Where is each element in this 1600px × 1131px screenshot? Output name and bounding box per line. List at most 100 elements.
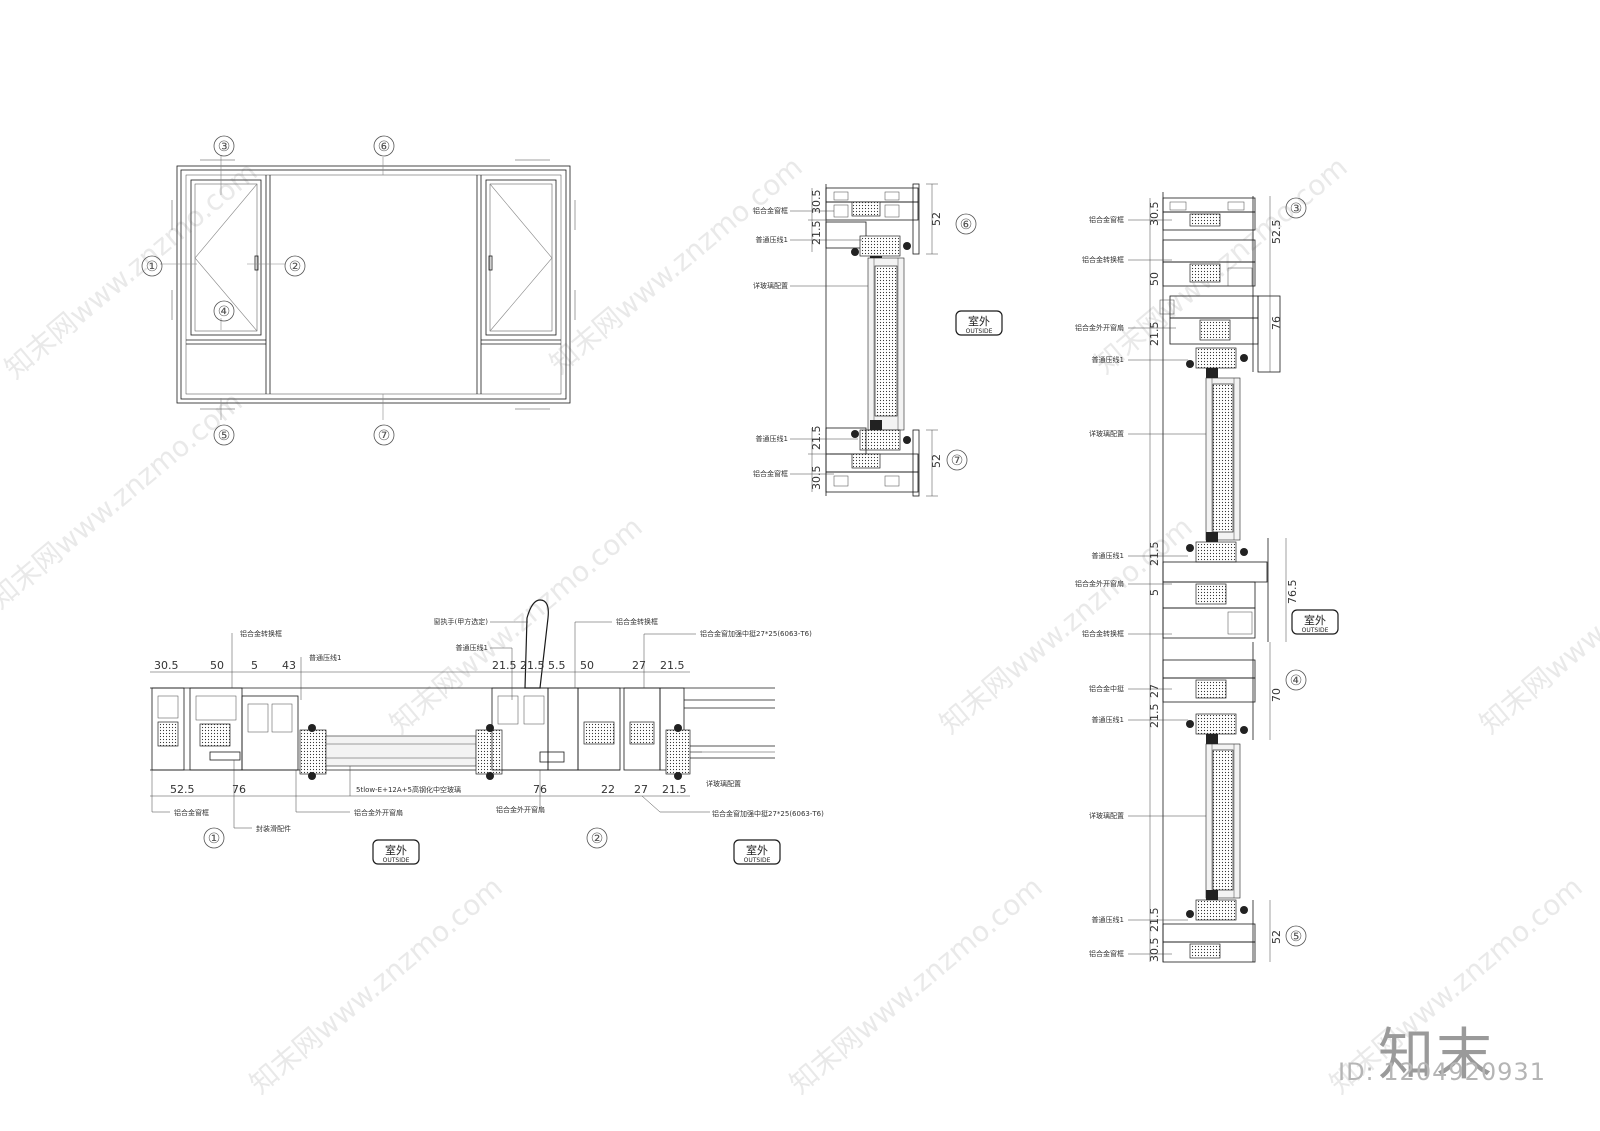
dim-label: 21.5 — [810, 426, 823, 451]
dim-label: 5.5 — [548, 659, 566, 672]
dim-label: 30.5 — [810, 190, 823, 215]
watermark-layer: 知末网www.znzmo.com 知末网www.znzmo.com 知末网www… — [0, 150, 1600, 1100]
marker-3: ③ — [213, 135, 235, 157]
callout-label: 铝合金窗框 — [753, 469, 788, 478]
watermark: 知末网www.znzmo.com — [0, 385, 249, 615]
marker-text: ① — [208, 831, 221, 847]
dim-label: 21.5 — [662, 783, 687, 796]
marker-2: ② — [284, 255, 306, 277]
marker-4: ④ — [213, 300, 235, 322]
dim-label: 21.5 — [1148, 322, 1161, 347]
dim-label: 30.5 — [1148, 938, 1161, 963]
callout-label: 普通压线1 — [1092, 355, 1124, 364]
outside-tag: 室外 OUTSIDE — [372, 839, 420, 865]
marker-text: ④ — [1290, 673, 1303, 689]
dim-label: 22 — [601, 783, 615, 796]
callout-label: 铝合金窗框 — [753, 206, 788, 215]
outside-tag-cn: 室外 — [385, 843, 407, 857]
callout-label: 铝合金窗框 — [1089, 949, 1124, 958]
dim-label: 43 — [282, 659, 296, 672]
callout-label: 普通压线1 — [309, 653, 341, 662]
outside-tag-en: OUTSIDE — [383, 857, 410, 864]
dim-label: 21.5 — [660, 659, 685, 672]
watermark: 知末网www.znzmo.com — [1088, 150, 1353, 380]
dim-label: 52.5 — [170, 783, 195, 796]
outside-tag-cn: 室外 — [1304, 613, 1326, 627]
dim-label: 76 — [1270, 316, 1283, 330]
callout-label: 详玻璃配置 — [706, 779, 741, 788]
outside-tag-en: OUTSIDE — [1302, 627, 1329, 634]
dim-label: 52 — [930, 454, 943, 468]
outside-tag: 室外 OUTSIDE — [1291, 609, 1339, 635]
dim-label: 76 — [232, 783, 246, 796]
callout-label: 5tlow-E+12A+5高钢化中空玻璃 — [356, 785, 461, 794]
dim-label: 50 — [210, 659, 224, 672]
brand-logo: 知末 — [1378, 1023, 1494, 1088]
vertical-section-b: 30.5 50 21.5 21.5 5 27 21.5 21.5 30.5 52… — [1075, 192, 1339, 963]
watermark: 知末网www.znzmo.com — [783, 870, 1048, 1100]
callout-label: 铝合金转换框 — [1082, 255, 1124, 264]
callout-label: 铝合金窗框 — [1089, 215, 1124, 224]
callout-label: 铝合金中挺 — [1089, 684, 1124, 693]
callout-label: 铝合金外开窗扇 — [496, 805, 545, 814]
dim-label: 21.5 — [810, 221, 823, 246]
dim-label: 27 — [634, 783, 648, 796]
dim-label: 52 — [1270, 930, 1283, 944]
marker-3-section: ③ — [1285, 197, 1307, 219]
marker-text: ② — [591, 831, 604, 847]
watermark: 知末网www.znzmo.com — [0, 155, 264, 385]
marker-5-text: ⑤ — [218, 428, 231, 444]
outside-tag-en: OUTSIDE — [966, 328, 993, 335]
marker-6: ⑥ — [373, 135, 395, 157]
marker-text: ⑥ — [960, 217, 973, 233]
marker-text: ③ — [1290, 201, 1303, 217]
callout-label: 铝合金窗加强中挺27*25(6063-T6) — [700, 629, 812, 638]
marker-7: ⑦ — [373, 424, 395, 446]
callout-label: 铝合金转换框 — [616, 617, 658, 626]
marker-4-text: ④ — [218, 304, 231, 320]
window-elevation: ③ ⑥ ① ② ④ ⑤ ⑦ — [141, 135, 576, 446]
marker-6-text: ⑥ — [378, 139, 391, 155]
dim-label: 21.5 — [520, 659, 545, 672]
callout-label: 普通压线1 — [1092, 915, 1124, 924]
marker-2-section: ② — [586, 827, 608, 849]
callout-label: 铝合金外开窗扇 — [1075, 579, 1124, 588]
callout-label: 铝合金窗框 — [174, 808, 209, 817]
callout-label: 普通压线1 — [456, 643, 488, 652]
dim-label: 21.5 — [1148, 704, 1161, 729]
callout-label: 封装滑配件 — [256, 824, 291, 833]
dim-label: 27 — [1148, 684, 1161, 698]
callout-label: 详玻璃配置 — [1089, 429, 1124, 438]
outside-tag-cn: 室外 — [746, 843, 768, 857]
outside-tag: 室外 OUTSIDE — [955, 310, 1003, 336]
watermark: 知末网www.znzmo.com — [243, 870, 508, 1100]
callout-label: 详玻璃配置 — [1089, 811, 1124, 820]
dim-label: 30.5 — [1148, 202, 1161, 227]
marker-1: ① — [141, 255, 163, 277]
dim-label: 21.5 — [1148, 542, 1161, 567]
dim-label: 70 — [1270, 688, 1283, 702]
dim-label: 50 — [1148, 272, 1161, 286]
callout-label: 铝合金窗加强中挺27*25(6063-T6) — [712, 809, 824, 818]
callout-label: 铝合金外开窗扇 — [354, 808, 403, 817]
watermark: 知末网www.znzmo.com — [383, 510, 648, 740]
marker-1-text: ① — [146, 259, 159, 275]
outside-tag-cn: 室外 — [968, 314, 990, 328]
callout-label: 铝合金转换框 — [1082, 629, 1124, 638]
callout-label: 窗执手(甲方选定) — [434, 617, 489, 626]
marker-5: ⑤ — [213, 424, 235, 446]
marker-3-text: ③ — [218, 139, 231, 155]
callout-label: 普通压线1 — [756, 434, 788, 443]
marker-4-section: ④ — [1285, 669, 1307, 691]
watermark: 知末网www.znzmo.com — [543, 150, 808, 380]
callout-label: 普通压线1 — [756, 235, 788, 244]
callout-label: 铝合金外开窗扇 — [1075, 323, 1124, 332]
image-id: ID: 1204920931 — [1338, 1058, 1546, 1086]
marker-text: ⑦ — [951, 453, 964, 469]
marker-1-section: ① — [203, 827, 225, 849]
marker-2-text: ② — [289, 259, 302, 275]
marker-7-text: ⑦ — [378, 428, 391, 444]
callout-label: 普通压线1 — [1092, 551, 1124, 560]
dim-label: 5 — [251, 659, 258, 672]
dim-label: 21.5 — [492, 659, 517, 672]
